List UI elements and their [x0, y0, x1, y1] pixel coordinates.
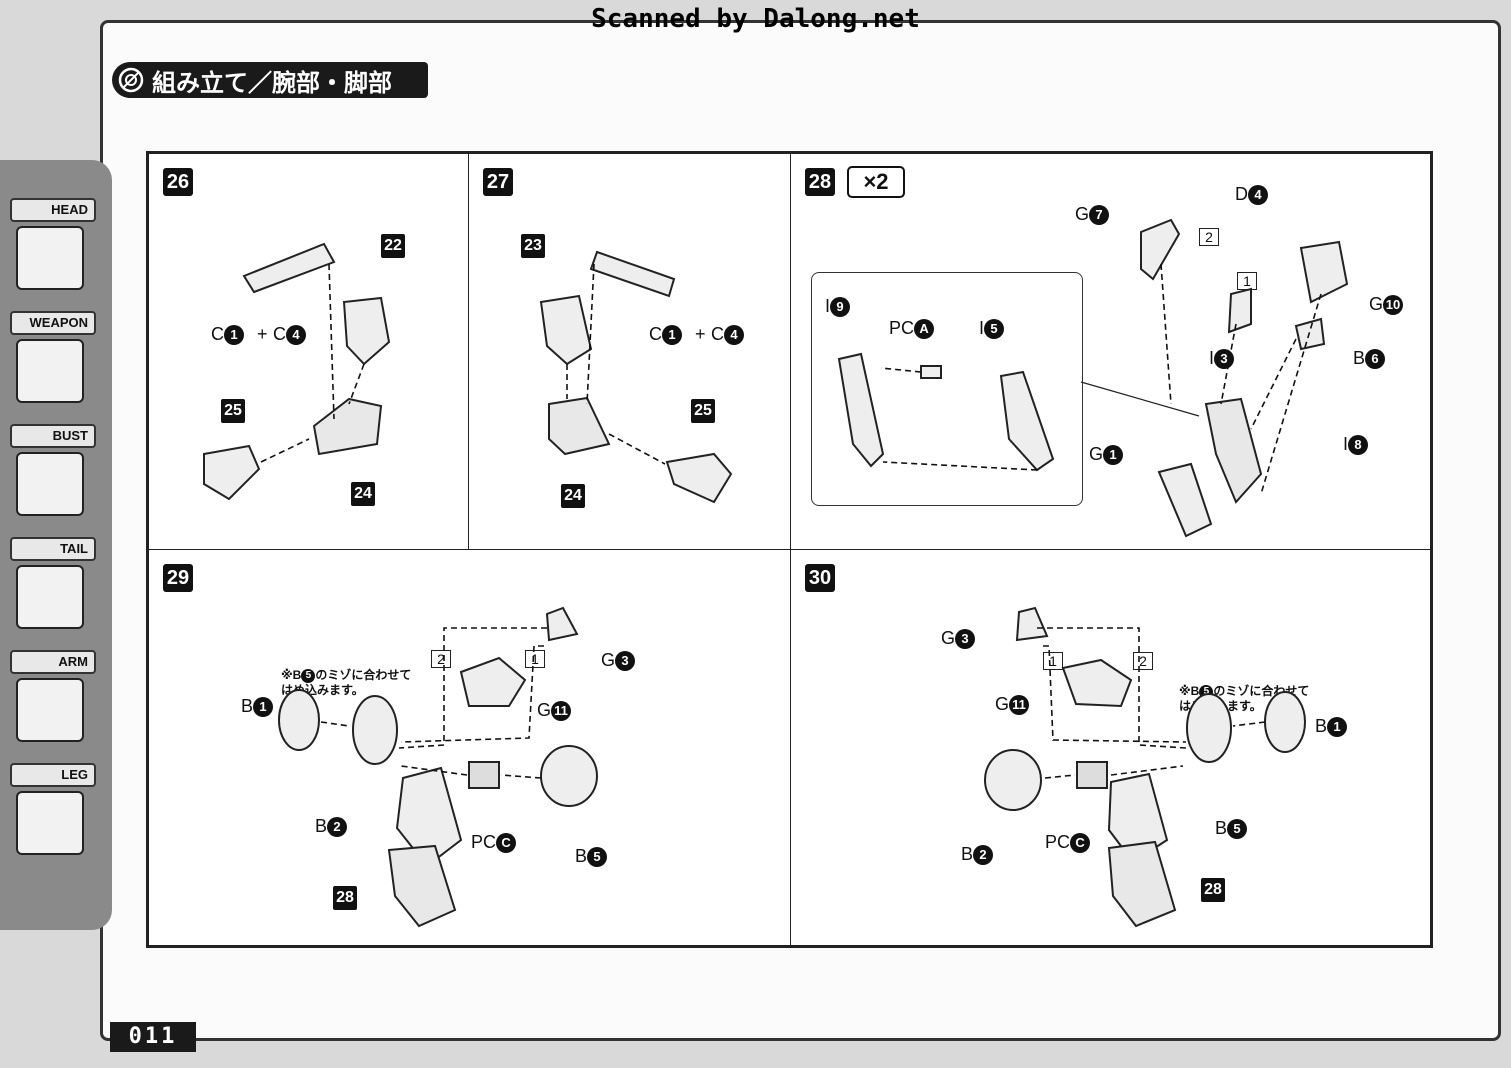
- subassembly-tag-24: 24: [351, 482, 375, 506]
- sidebar-item-label: HEAD: [10, 198, 96, 222]
- subassembly-tag-22: 22: [381, 234, 405, 258]
- quantity-multiplier: ×2: [847, 166, 905, 198]
- subassembly-tag-23: 23: [521, 234, 545, 258]
- arm-thumbnail-icon: [16, 678, 84, 742]
- sidebar-item-label: LEG: [10, 763, 96, 787]
- sidebar-item-weapon[interactable]: WEAPON: [10, 311, 96, 403]
- sidebar-item-label: TAIL: [10, 537, 96, 561]
- order-step-1: 1: [1237, 272, 1257, 290]
- step-number: 29: [163, 564, 193, 592]
- sidebar-item-label: WEAPON: [10, 311, 96, 335]
- step-number: 27: [483, 168, 513, 196]
- subassembly-tag-28: 28: [1201, 878, 1225, 902]
- sidebar-item-tail[interactable]: TAIL: [10, 537, 96, 629]
- order-step-1: 1: [1043, 652, 1063, 670]
- gear-icon: [118, 67, 144, 93]
- leg-thumbnail-icon: [16, 791, 84, 855]
- section-title-bar: 組み立て／腕部・脚部: [112, 62, 428, 98]
- order-step-2: 2: [431, 650, 451, 668]
- subassembly-tag-25: 25: [691, 399, 715, 423]
- bust-thumbnail-icon: [16, 452, 84, 516]
- subassembly-tag-25: 25: [221, 399, 245, 423]
- step-30-diagram: [984, 606, 1306, 928]
- tail-thumbnail-icon: [16, 565, 84, 629]
- subassembly-tag-24: 24: [561, 484, 585, 508]
- category-sidebar: HEAD WEAPON BUST TAIL ARM LEG: [0, 160, 112, 930]
- weapon-thumbnail-icon: [16, 339, 84, 403]
- step-number: 28: [805, 168, 835, 196]
- step-28-diagram: [837, 218, 1349, 538]
- order-step-2: 2: [1133, 652, 1153, 670]
- sidebar-item-arm[interactable]: ARM: [10, 650, 96, 742]
- step-number: 26: [163, 168, 193, 196]
- step-27-diagram: [539, 250, 733, 504]
- plus-sign: +: [257, 324, 268, 344]
- scan-credit: Scanned by Dalong.net: [591, 4, 920, 34]
- step-number: 30: [805, 564, 835, 592]
- section-title: 組み立て／腕部・脚部: [152, 69, 392, 97]
- subassembly-tag-28: 28: [333, 886, 357, 910]
- sidebar-item-head[interactable]: HEAD: [10, 198, 96, 290]
- page-number: 011: [110, 1022, 196, 1052]
- sidebar-item-label: ARM: [10, 650, 96, 674]
- order-step-2: 2: [1199, 228, 1219, 246]
- step-29-diagram: [278, 606, 598, 928]
- sidebar-item-label: BUST: [10, 424, 96, 448]
- sidebar-item-bust[interactable]: BUST: [10, 424, 96, 516]
- sidebar-item-leg[interactable]: LEG: [10, 763, 96, 855]
- plus-sign: +: [695, 324, 706, 344]
- step-26-diagram: [203, 242, 391, 501]
- head-thumbnail-icon: [16, 226, 84, 290]
- order-step-1: 1: [525, 650, 545, 668]
